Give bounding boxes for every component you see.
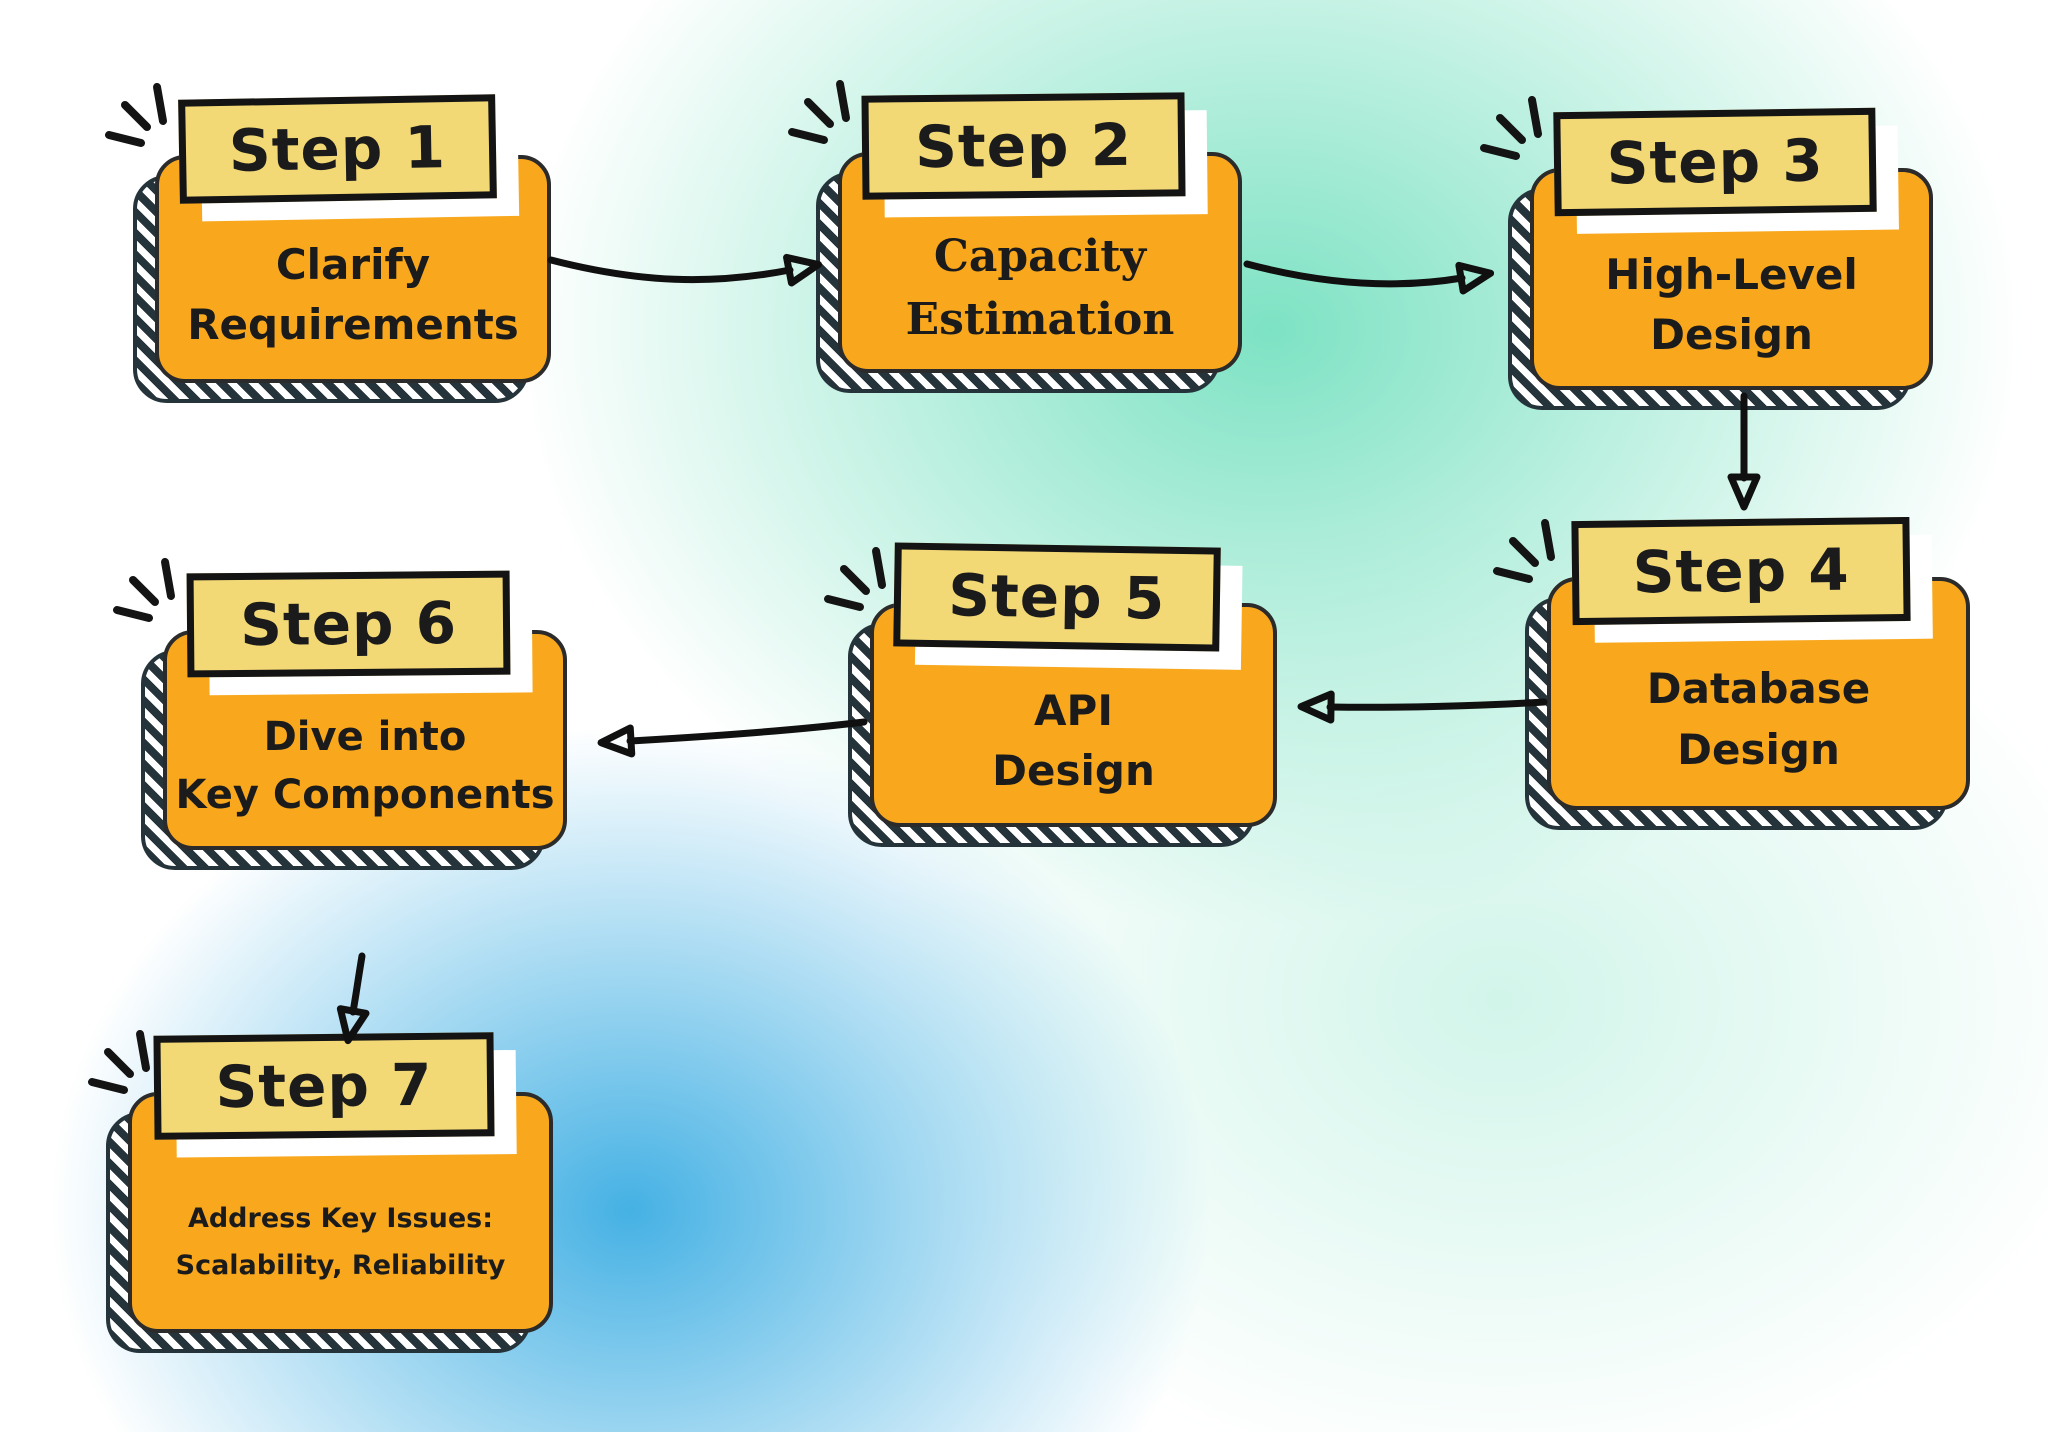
step-body: Capacity Estimation <box>838 152 1242 373</box>
arrow-step2-step3 <box>1243 260 1495 295</box>
step-label: Step 1 <box>228 113 447 185</box>
step-label: Step 6 <box>240 589 458 659</box>
step-text-line: High-Level <box>1605 249 1858 299</box>
step-banner: Step 5 <box>893 542 1221 652</box>
step-body: High-Level Design <box>1530 168 1933 390</box>
arrow-step5-step6 <box>597 718 868 758</box>
arrow-step6-step7 <box>336 952 370 1045</box>
sparkle-icon <box>1480 96 1542 160</box>
sparkle-icon <box>824 547 886 611</box>
arrow-step1-step2 <box>547 253 822 287</box>
step-text-line: Clarify <box>275 239 431 289</box>
step-body: Clarify Requirements <box>155 155 551 383</box>
step-text-line: Key Components <box>175 772 555 818</box>
step-node-5: Step 5 API Design <box>824 542 1277 847</box>
step-node-7: Step 7 Address Key Issues: Scalability, … <box>88 1030 553 1353</box>
sparkle-icon <box>788 80 850 144</box>
step-banner: Step 4 <box>1571 516 1912 626</box>
step-text-line: Address Key Issues: <box>187 1203 494 1235</box>
step-body: Dive into Key Components <box>163 630 567 850</box>
sparkle-icon <box>88 1030 150 1094</box>
step-text-line: Scalability, Reliability <box>175 1249 506 1281</box>
step-banner: Step 6 <box>186 570 511 678</box>
step-node-2: Step 2 Capacity Estimation <box>788 80 1242 393</box>
step-text-line: Dive into <box>263 714 467 760</box>
step-node-3: Step 3 High-Level Design <box>1480 96 1933 410</box>
step-body: Address Key Issues: Scalability, Reliabi… <box>128 1092 553 1333</box>
step-banner: Step 7 <box>152 1032 495 1140</box>
arrow-step4-step5 <box>1297 690 1548 724</box>
step-text-line: Estimation <box>905 293 1175 345</box>
step-body: Database Design <box>1547 577 1970 810</box>
step-label: Step 3 <box>1606 126 1825 198</box>
step-text-line: Design <box>992 746 1155 795</box>
step-label: Step 2 <box>915 110 1133 182</box>
step-body: API Design <box>870 603 1277 827</box>
step-node-6: Step 6 Dive into Key Components <box>113 558 567 870</box>
step-text-line: Requirements <box>187 300 519 349</box>
step-banner: Step 3 <box>1553 107 1878 217</box>
step-banner: Step 2 <box>861 92 1186 200</box>
step-text-line: Capacity <box>933 230 1147 282</box>
sparkle-icon <box>113 558 175 622</box>
step-node-4: Step 4 Database Design <box>1493 516 1970 830</box>
step-node-1: Step 1 Clarify Requirements <box>105 83 551 403</box>
step-label: Step 5 <box>948 561 1167 633</box>
sparkle-icon <box>105 83 167 147</box>
step-text-line: Design <box>1677 724 1840 774</box>
step-banner: Step 1 <box>177 94 497 204</box>
step-label: Step 7 <box>214 1050 433 1122</box>
step-text-line: API <box>1034 685 1113 735</box>
step-label: Step 4 <box>1632 535 1851 607</box>
sparkle-icon <box>1493 519 1555 583</box>
step-text-line: Database <box>1646 664 1871 714</box>
step-text-line: Design <box>1650 310 1813 359</box>
